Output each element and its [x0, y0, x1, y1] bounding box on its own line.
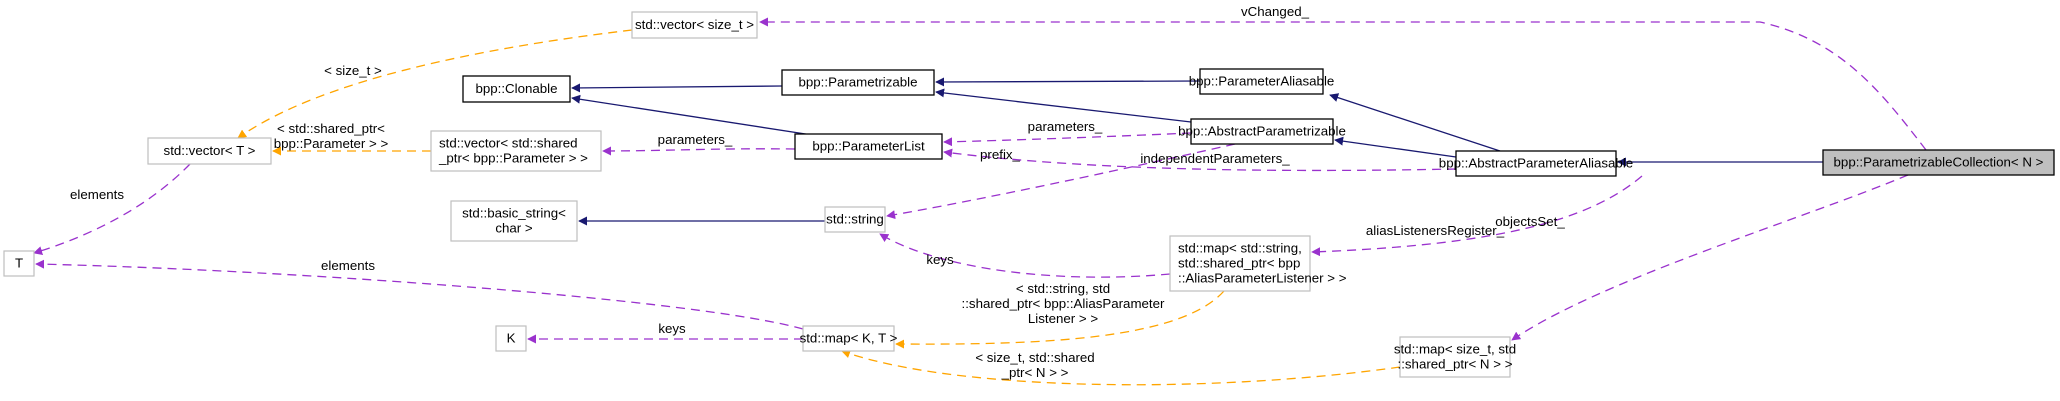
edge-inheritance-abstract_param_aliasable-to-abstract_parametrizable — [1334, 136, 1457, 158]
edge-label: prefix_ — [980, 147, 1021, 162]
edge-usage-map_alias-to-std_string — [879, 233, 1171, 278]
edge-usage-param_list-to-vec_shared_param — [602, 146, 796, 156]
edge-label: bpp::Parameter > > — [274, 136, 389, 151]
edge-label: objectsSet_ — [1495, 214, 1565, 229]
edge-label: elements — [321, 258, 375, 273]
class-node-abstract-parametrizable[interactable]: bpp::AbstractParametrizable — [1178, 118, 1346, 145]
node-label: bpp::Clonable — [475, 81, 557, 96]
node-label: ::AliasParameterListener > > — [1178, 271, 1347, 286]
node-box — [1455, 150, 1617, 177]
node-label: std::vector< size_t > — [635, 17, 754, 32]
class-node-map-size-t: std::map< size_t, std::shared_ptr< N > > — [1394, 336, 1516, 378]
node-box — [462, 75, 571, 103]
node-box — [781, 69, 935, 96]
node-label: std::map< std::string, — [1178, 241, 1302, 256]
class-node-vec-size-t: std::vector< size_t > — [631, 11, 758, 39]
node-box — [147, 137, 272, 165]
edge-label: < size_t > — [324, 63, 382, 78]
node-box — [1199, 68, 1324, 95]
class-node-param-list[interactable]: bpp::ParameterList — [794, 133, 943, 160]
edge-usage-abstract_param_aliasable-to-map_alias — [1311, 175, 1643, 257]
node-label: bpp::AbstractParameterAliasable — [1439, 156, 1633, 171]
class-node-clonable[interactable]: bpp::Clonable — [462, 75, 571, 103]
class-node-map-alias: std::map< std::string, std::shared_ptr< … — [1169, 235, 1347, 292]
node-label: std::shared_ptr< bpp — [1178, 256, 1300, 271]
node-label: bpp::AbstractParametrizable — [1178, 124, 1346, 139]
class-node-K: K — [495, 325, 527, 352]
edge-label: elements — [70, 187, 124, 202]
edge-usage-collection-to-vec_size_t — [759, 17, 1927, 151]
node-box — [802, 325, 895, 352]
node-label: std::vector< std::shared — [439, 136, 578, 151]
edge-label: keys — [658, 321, 686, 336]
edge-label: < std::string, std — [1016, 281, 1110, 296]
edge-label: aliasListenersRegister_ — [1366, 223, 1505, 238]
node-label: bpp::ParametrizableCollection< N > — [1834, 155, 2044, 170]
edge-template-vec_size_t-to-vec_T — [237, 29, 633, 139]
node-box — [1399, 336, 1511, 378]
class-node-basic-string: std::basic_string<char > — [450, 200, 578, 242]
node-label: std::map< size_t, std — [1394, 342, 1516, 357]
node-box — [824, 206, 886, 233]
edge-template-map_alias-to-map_KT — [895, 290, 1225, 349]
node-box — [495, 325, 527, 352]
node-label: ::shared_ptr< N > > — [1398, 357, 1513, 372]
edge-label: parameters_ — [1028, 119, 1103, 134]
node-label: std::vector< T > — [164, 143, 256, 158]
edge-usage-map_KT-to-T — [35, 259, 804, 330]
node-box — [3, 250, 35, 277]
edge-label: independentParameters_ — [1140, 151, 1290, 166]
edge-label: vChanged_ — [1241, 4, 1310, 19]
class-node-vec-shared-param: std::vector< std::shared_ptr< bpp::Param… — [430, 130, 602, 172]
class-node-parametrizable[interactable]: bpp::Parametrizable — [781, 69, 935, 96]
node-box — [631, 11, 758, 39]
node-box — [1190, 118, 1334, 145]
node-label: K — [507, 331, 516, 346]
class-node-abstract-param-aliasable[interactable]: bpp::AbstractParameterAliasable — [1439, 150, 1633, 177]
node-label: bpp::ParameterAliasable — [1189, 74, 1335, 89]
edge-label: Listener > > — [1028, 311, 1098, 326]
edge-label: < size_t, std::shared — [975, 350, 1094, 365]
node-label: bpp::Parametrizable — [799, 75, 918, 90]
edge-usage-abstract_parametrizable-to-std_string — [886, 143, 1236, 220]
node-label: std::map< K, T > — [800, 331, 898, 346]
class-node-map-KT: std::map< K, T > — [800, 325, 898, 352]
node-box — [430, 130, 602, 172]
edge-usage-collection-to-map_size_t — [1511, 174, 1909, 341]
edge-inheritance-parametrizable-to-clonable — [571, 83, 783, 93]
edge-inheritance-abstract_parametrizable-to-parametrizable — [935, 88, 1192, 123]
edge-inheritance-abstract_param_aliasable-to-param_aliasable — [1329, 93, 1501, 152]
edge-template-map_size_t-to-map_KT — [841, 349, 1401, 386]
node-label: bpp::ParameterList — [812, 139, 925, 154]
class-node-vec-T: std::vector< T > — [147, 137, 272, 165]
edge-usage-abstract_param_aliasable-to-param_list — [943, 148, 1457, 172]
class-node-std-string: std::string — [824, 206, 886, 233]
edges-layer — [33, 17, 1927, 386]
node-label: std::string — [826, 212, 884, 227]
node-label: _ptr< bpp::Parameter > > — [438, 151, 588, 166]
edge-label: parameters_ — [658, 132, 733, 147]
class-node-T: T — [3, 250, 35, 277]
edge-inheritance-param_list-to-clonable — [571, 94, 813, 136]
edge-labels-layer: vChanged_< size_t >< std::shared_ptr<bpp… — [70, 4, 1565, 380]
node-box — [1169, 235, 1311, 292]
node-label: char > — [495, 221, 533, 236]
class-node-collection: bpp::ParametrizableCollection< N > — [1822, 149, 2055, 176]
edge-usage-vec_T-to-T — [33, 163, 191, 255]
edge-inheritance-param_aliasable-to-parametrizable — [935, 77, 1201, 87]
edge-label: ::shared_ptr< bpp::AliasParameter — [962, 296, 1165, 311]
edge-usage-abstract_parametrizable-to-param_list — [943, 132, 1192, 147]
edge-label: _ptr< N > > — [1001, 365, 1069, 380]
node-box — [450, 200, 578, 242]
class-node-param-aliasable[interactable]: bpp::ParameterAliasable — [1189, 68, 1335, 95]
node-label: std::basic_string< — [462, 206, 566, 221]
node-box — [1822, 149, 2055, 176]
edge-label: keys — [926, 252, 954, 267]
node-box — [794, 133, 943, 160]
edge-label: < std::shared_ptr< — [277, 121, 385, 136]
node-label: T — [15, 256, 23, 271]
